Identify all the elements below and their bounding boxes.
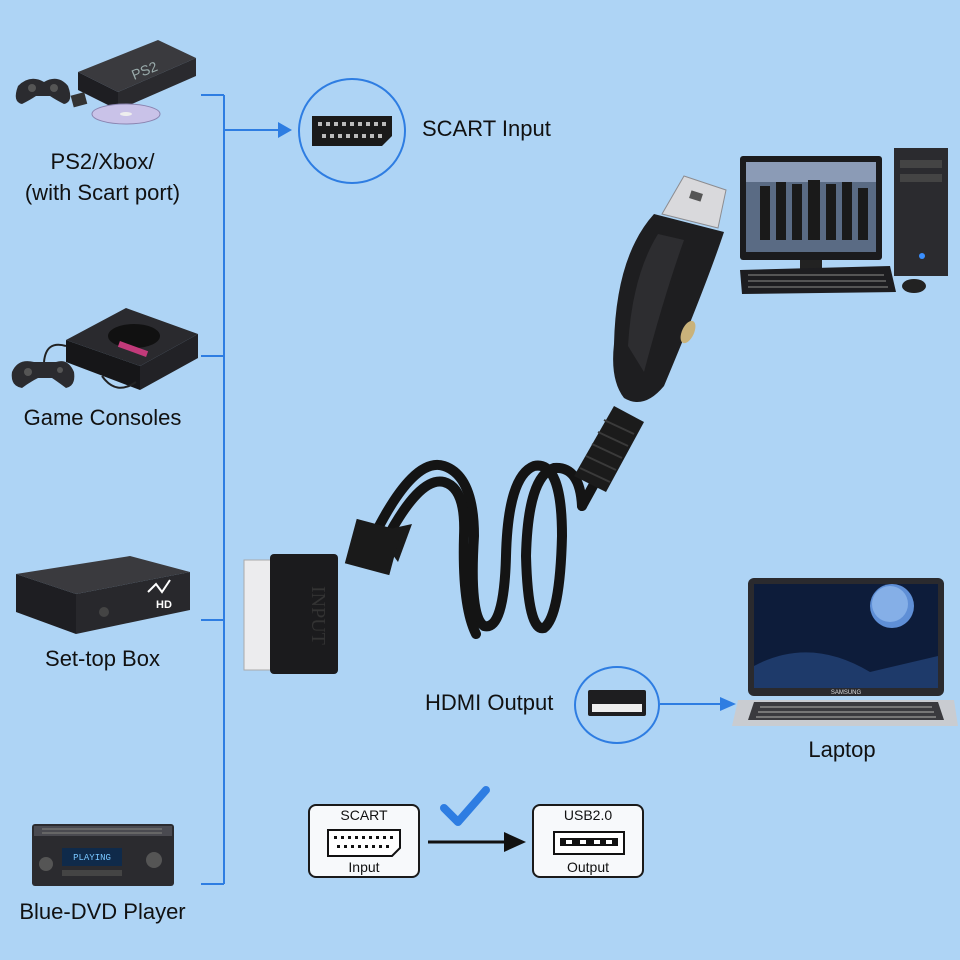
hdmi-to-laptop-arrow — [660, 697, 736, 711]
dvd-player-label: Blue-DVD Player — [19, 899, 186, 924]
usb-box-top-label: USB2.0 — [563, 807, 613, 823]
laptop-brand: SAMSUNG — [831, 690, 862, 696]
scart-input-label: SCART Input — [422, 116, 551, 141]
retro-console-icon — [11, 308, 198, 390]
scart-box-top-label: SCART — [340, 807, 388, 823]
game-consoles-label: Game Consoles — [23, 405, 182, 430]
scart-input-box: SCART Input — [308, 804, 420, 878]
scart-box-port-icon — [327, 829, 401, 857]
desktop-computer-icon — [740, 148, 948, 294]
ps2-label-line2: (with Scart port) — [24, 180, 181, 205]
game-console-icon: PS2 — [15, 40, 196, 125]
scart-port-icon — [312, 116, 392, 146]
usb-box-bottom-label: Output — [566, 859, 610, 875]
hdmi-output-label: HDMI Output — [425, 690, 554, 715]
ps2-label-line1: PS2/Xbox/ — [50, 149, 155, 174]
set-top-box-icon: HD — [16, 556, 190, 634]
scart-to-usb-cable-icon: INPUT — [243, 175, 727, 674]
checkmark-icon — [440, 786, 490, 826]
usb-output-box: USB2.0 Output — [532, 804, 644, 878]
set-top-box-logo: HD — [156, 599, 172, 611]
scart-box-bottom-label: Input — [348, 859, 380, 875]
right-arrow-icon — [428, 832, 526, 852]
cable-plug-text: INPUT — [307, 586, 329, 645]
laptop-label: Laptop — [808, 737, 876, 762]
laptop-icon: SAMSUNG — [732, 578, 958, 726]
dvd-display-text: PLAYING — [73, 853, 111, 863]
hdmi-port-icon — [588, 690, 646, 716]
set-top-box-label: Set-top Box — [45, 646, 160, 671]
dvd-player-icon: PLAYING — [32, 824, 174, 886]
usb-port-icon — [553, 831, 625, 855]
